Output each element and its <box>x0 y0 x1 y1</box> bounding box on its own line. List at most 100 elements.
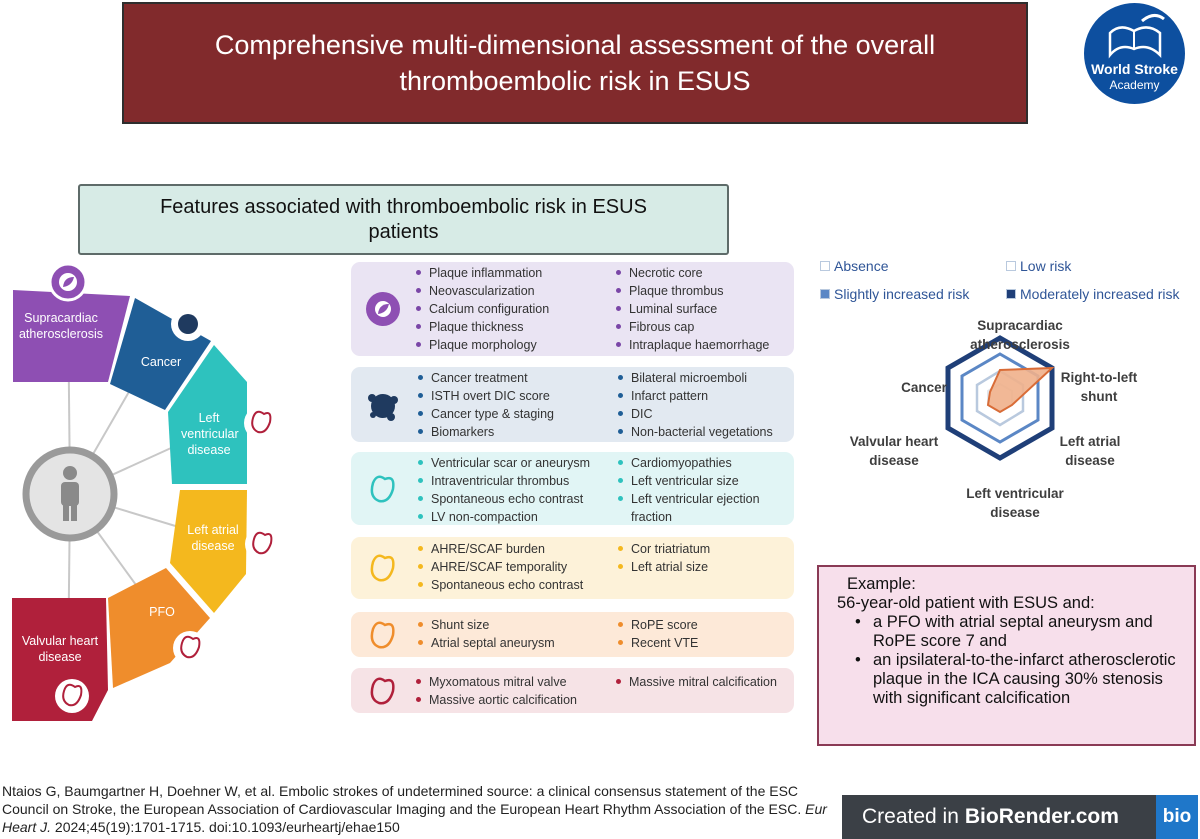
feature-item: Intraplaque haemorrhage <box>615 336 791 354</box>
example-list: a PFO with atrial septal aneurysm and Ro… <box>855 613 1184 708</box>
pfo-list-right: RoPE score Recent VTE <box>617 616 789 652</box>
legend-swatch-slightly-increased <box>820 289 830 299</box>
artery-icon <box>366 292 400 326</box>
radar-graphic <box>945 335 1055 461</box>
segment-cancer <box>110 298 211 410</box>
feature-item: Neovascularization <box>415 282 611 300</box>
features-heading-box: Features associated with thromboembolic … <box>78 184 729 255</box>
legend-label: Absence <box>834 258 889 274</box>
feature-item: Calcium configuration <box>415 300 611 318</box>
heart-valve-icon <box>370 677 395 705</box>
cancer-cell-icon <box>368 394 398 421</box>
features-heading: Features associated with thromboembolic … <box>160 195 647 243</box>
legend-low-risk: Low risk <box>1006 258 1071 274</box>
logo-line-2: Academy <box>1109 78 1160 92</box>
world-stroke-academy-logo: World Stroke Academy <box>1084 3 1185 104</box>
example-intro: 56-year-old patient with ESUS and: <box>837 594 1095 612</box>
feature-item: Cardiomyopathies <box>617 454 789 472</box>
panel-left-ventricular: Ventricular scar or aneurysm Intraventri… <box>351 452 794 525</box>
legend-label: Moderately increased risk <box>1020 286 1180 302</box>
feature-item: Plaque morphology <box>415 336 611 354</box>
citation-text: Ntaios G, Baumgartner H, Doehner W, et a… <box>2 783 802 817</box>
feature-item: Cancer treatment <box>417 369 613 387</box>
biorender-credit: Created in BioRender.com bio <box>842 795 1198 839</box>
feature-item: Ventricular scar or aneurysm <box>417 454 613 472</box>
biorender-brand: BioRender.com <box>964 805 1119 828</box>
heart-ventricle-icon <box>370 475 395 503</box>
biorender-prefix: Created in <box>862 805 959 828</box>
feature-item: Myxomatous mitral valve <box>415 673 611 691</box>
segment-label-valvular: Valvular heart disease <box>21 634 99 664</box>
legend-swatch-absence <box>820 261 830 271</box>
page-title: Comprehensive multi-dimensional assessme… <box>214 30 936 96</box>
feature-item: Atrial septal aneurysm <box>417 634 613 652</box>
legend-swatch-moderately-increased <box>1006 289 1016 299</box>
left-ventricular-list-right: Cardiomyopathies Left ventricular size L… <box>617 454 789 526</box>
feature-item: Spontaneous echo contrast <box>417 490 613 508</box>
biorender-logo: bio <box>1156 795 1198 839</box>
feature-item: Shunt size <box>417 616 613 634</box>
legend-absence: Absence <box>820 258 888 274</box>
feature-item: Luminal surface <box>615 300 791 318</box>
feature-item: Cancer type & staging <box>417 405 613 423</box>
feature-item: Left ventricular ejection fraction <box>617 490 789 526</box>
heart-pfo-icon <box>370 621 395 649</box>
left-atrial-list-right: Cor triatriatum Left atrial size <box>617 540 789 576</box>
logo-line-1: World Stroke <box>1091 61 1178 77</box>
feature-item: Massive aortic calcification <box>415 691 611 709</box>
example-item: an ipsilateral-to-the-infarct atheroscle… <box>855 651 1184 708</box>
book-icon <box>1108 14 1165 59</box>
risk-wheel: Supracardiac atherosclerosis Cancer Left… <box>0 258 345 728</box>
segment-left-ventricular <box>168 345 247 484</box>
legend-swatch-low-risk <box>1006 261 1016 271</box>
radar-label-left-atrial: Left atrial disease <box>1059 434 1121 468</box>
segment-pfo <box>108 568 210 688</box>
feature-item: Massive mitral calcification <box>615 673 791 691</box>
example-box: Example: 56-year-old patient with ESUS a… <box>817 565 1196 746</box>
valvular-list-right: Massive mitral calcification <box>615 673 791 691</box>
legend-label: Slightly increased risk <box>834 286 970 302</box>
feature-item: Recent VTE <box>617 634 789 652</box>
feature-item: LV non-compaction <box>417 508 613 526</box>
feature-item: Biomarkers <box>417 423 613 441</box>
citation-journal: Eur Heart J. <box>2 801 827 835</box>
panel-pfo: Shunt size Atrial septal aneurysm RoPE s… <box>351 612 794 657</box>
segment-label-left-atrial: Left atrial disease <box>187 523 239 553</box>
feature-item: Infarct pattern <box>617 387 793 405</box>
legend-label: Low risk <box>1020 258 1072 274</box>
legend-moderately-increased: Moderately increased risk <box>1006 286 1180 302</box>
segment-label-supracardiac: Supracardiac atherosclerosis <box>18 311 104 341</box>
radar-label-left-ventricular: Left ventricular disease <box>966 486 1064 520</box>
feature-item: Plaque thickness <box>415 318 611 336</box>
feature-item: Necrotic core <box>615 264 791 282</box>
feature-item: AHRE/SCAF temporality <box>417 558 613 576</box>
panel-left-atrial: AHRE/SCAF burden AHRE/SCAF temporality S… <box>351 537 794 599</box>
left-ventricular-list-left: Ventricular scar or aneurysm Intraventri… <box>417 454 613 526</box>
radar-label-valvular: Valvular heart disease <box>849 434 939 468</box>
panel-supracardiac: Plaque inflammation Neovascularization C… <box>351 262 794 356</box>
feature-item: Left atrial size <box>617 558 789 576</box>
radar-label-cancer: Cancer <box>901 380 947 395</box>
segment-left-atrial <box>170 490 247 613</box>
feature-item: AHRE/SCAF burden <box>417 540 613 558</box>
example-heading: Example: <box>847 575 916 593</box>
feature-item: Spontaneous echo contrast <box>417 576 613 594</box>
title-banner: Comprehensive multi-dimensional assessme… <box>122 2 1028 124</box>
feature-item: Bilateral microemboli <box>617 369 793 387</box>
cancer-list-left: Cancer treatment ISTH overt DIC score Ca… <box>417 369 613 441</box>
feature-item: DIC <box>617 405 793 423</box>
radar-label-right-to-left-shunt: Right-to-left shunt <box>1060 370 1138 404</box>
supracardiac-list-left: Plaque inflammation Neovascularization C… <box>415 264 611 354</box>
feature-item: Left ventricular size <box>617 472 789 490</box>
heart-atrium-icon <box>370 554 395 582</box>
radar-patient-profile <box>986 366 1055 414</box>
cancer-list-right: Bilateral microemboli Infarct pattern DI… <box>617 369 793 441</box>
legend-slightly-increased: Slightly increased risk <box>820 286 969 302</box>
citation: Ntaios G, Baumgartner H, Doehner W, et a… <box>2 782 837 836</box>
segment-supracardiac <box>13 290 130 382</box>
feature-item: Intraventricular thrombus <box>417 472 613 490</box>
segment-label-left-ventricular: Left ventricular disease <box>181 411 239 457</box>
feature-item: RoPE score <box>617 616 789 634</box>
wheel-graphic <box>12 262 279 721</box>
segment-label-pfo: PFO <box>149 605 175 619</box>
